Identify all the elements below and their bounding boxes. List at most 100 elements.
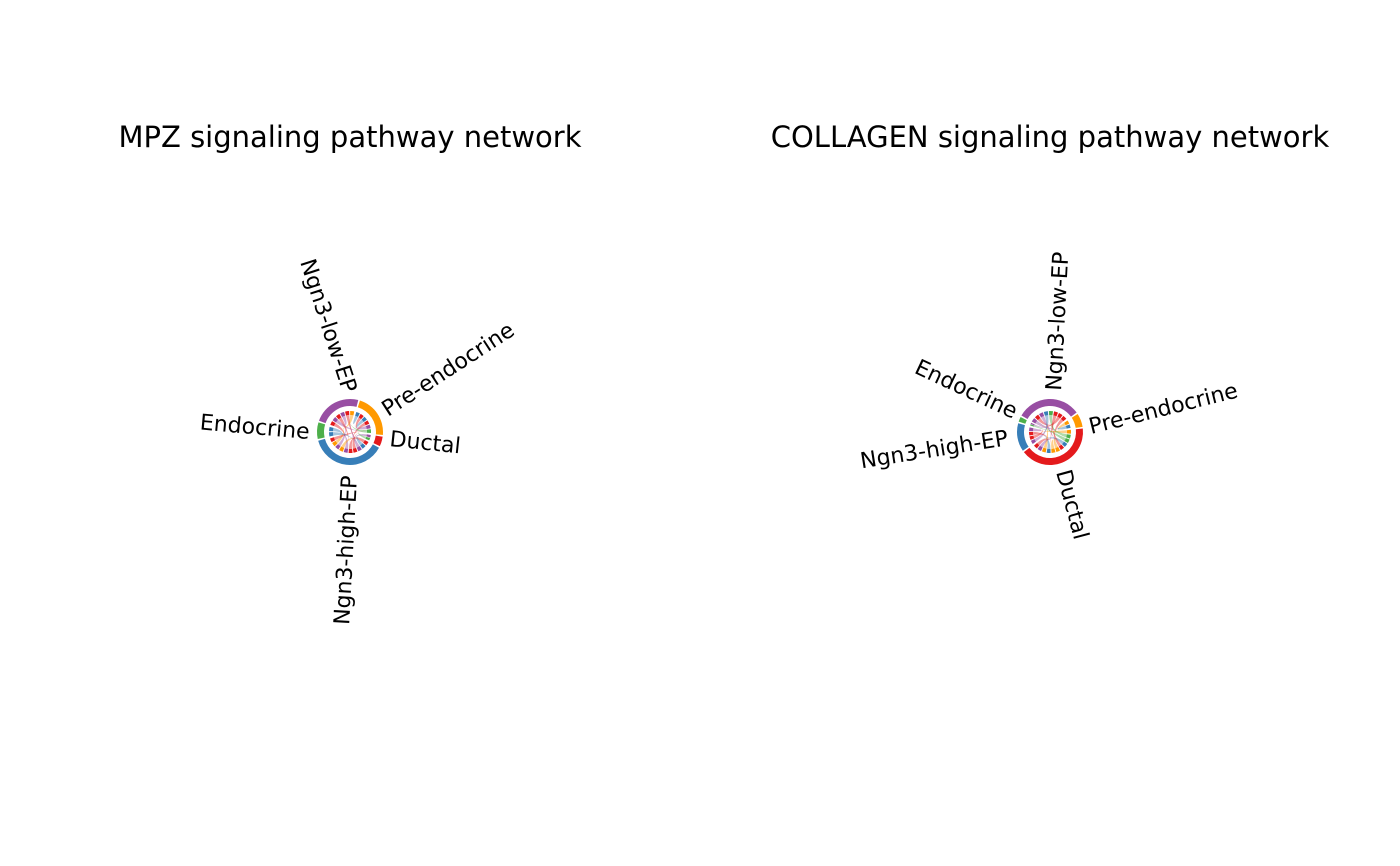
link-stub [329,432,334,437]
sector-arc-pre-endocrine [357,400,383,435]
chord-link [1036,421,1066,441]
chord-link [1056,420,1067,430]
link-stub [1030,424,1035,427]
chord-link [333,429,349,449]
link-stub [335,444,341,450]
link-stub [1065,424,1071,429]
chord-link [1033,427,1042,432]
chord-link [1035,420,1067,430]
chord-link [333,432,360,446]
link-stub [358,413,364,420]
chord-link [353,415,367,430]
chord-link [1050,415,1057,449]
chord-link [1035,416,1061,427]
chord-link [1051,439,1061,449]
chord-link [352,430,367,449]
link-stub [1057,413,1063,419]
link-stub [329,426,334,432]
sector-label: Ductal [388,427,461,459]
sector-arc-pre-endocrine [1071,413,1083,428]
link-stub [1033,443,1040,449]
link-stub [1029,427,1034,432]
sector-arc-ngn3-high-ep [318,438,380,466]
chord-link [1051,415,1062,447]
link-stub [339,446,345,452]
chord-link [333,415,354,430]
sector-label: Ngn3-low-EP [1042,251,1074,391]
chord-link [1041,416,1059,447]
link-stub [1043,411,1049,416]
sector-label: Endocrine [911,355,1021,424]
link-stub [348,448,353,454]
chord-link [1037,438,1057,448]
link-stub [352,447,358,453]
link-stub [350,411,355,416]
sector-label: Pre-endocrine [1086,379,1240,440]
link-stub [345,411,350,416]
link-stub [1029,431,1034,436]
chart-title: MPZ signaling pathway network [118,120,581,154]
link-stub [365,424,371,429]
chord-link [1033,430,1067,434]
sector-arc-ngn3-high-ep [1017,423,1029,451]
chord-diagram [1017,398,1083,466]
chord-link [351,422,366,449]
chord-link [1037,417,1060,426]
chord-link [1057,422,1067,431]
link-stub [1060,415,1067,422]
link-stub [1066,434,1071,439]
sector-label: Ductal [1050,467,1093,542]
link-stub [332,417,339,423]
link-stub [332,440,338,447]
chord-link [1033,420,1044,439]
link-stub [343,448,349,453]
chord-link [335,419,367,432]
link-stub [363,440,369,446]
chord-link [1036,437,1065,445]
link-stub [1041,447,1047,453]
chord-link [356,434,367,446]
chord-link [1053,438,1064,449]
link-stub [330,437,336,443]
link-stub [360,443,366,449]
link-stub [1031,418,1038,424]
link-stub [1066,429,1071,434]
link-stub [366,434,371,438]
link-stub [1061,441,1068,447]
chord-link [348,437,365,449]
chord-link [1053,418,1064,448]
link-stub [1029,435,1035,440]
sector-label: Pre-endocrine [378,318,520,422]
link-stub [366,429,371,433]
chord-link [334,423,346,448]
chord-link [355,417,367,431]
link-stub [1051,448,1056,453]
chord-link [338,417,350,449]
link-stub [365,436,371,441]
chord-link [1043,415,1049,449]
link-stub [1039,412,1045,418]
link-stub [335,413,342,420]
link-stub [1053,411,1059,417]
link-stub [1048,411,1054,416]
chord-link [1033,431,1054,449]
sector-arc-endocrine [317,422,326,440]
chord-link [341,437,364,448]
chart-title: COLLAGEN signaling pathway network [771,120,1330,154]
link-stub [1034,414,1041,421]
link-stub [1030,422,1035,426]
chord-panel-collagen: COLLAGEN signaling pathway network Ngn3-… [771,120,1330,542]
chord-link [333,427,343,442]
sector-arc-ngn3-low-ep [1021,398,1077,419]
link-stub [1037,445,1043,451]
chord-link [338,415,347,426]
chord-link [1036,415,1049,443]
link-stub [355,411,360,417]
sector-arc-ngn3-low-ep [318,399,359,424]
chord-link [1049,415,1066,440]
chord-link [1046,415,1067,438]
chord-link [346,415,367,433]
chord-link [353,415,358,425]
sector-arc-endocrine [1018,417,1027,424]
sector-arc-ductal [373,435,383,447]
